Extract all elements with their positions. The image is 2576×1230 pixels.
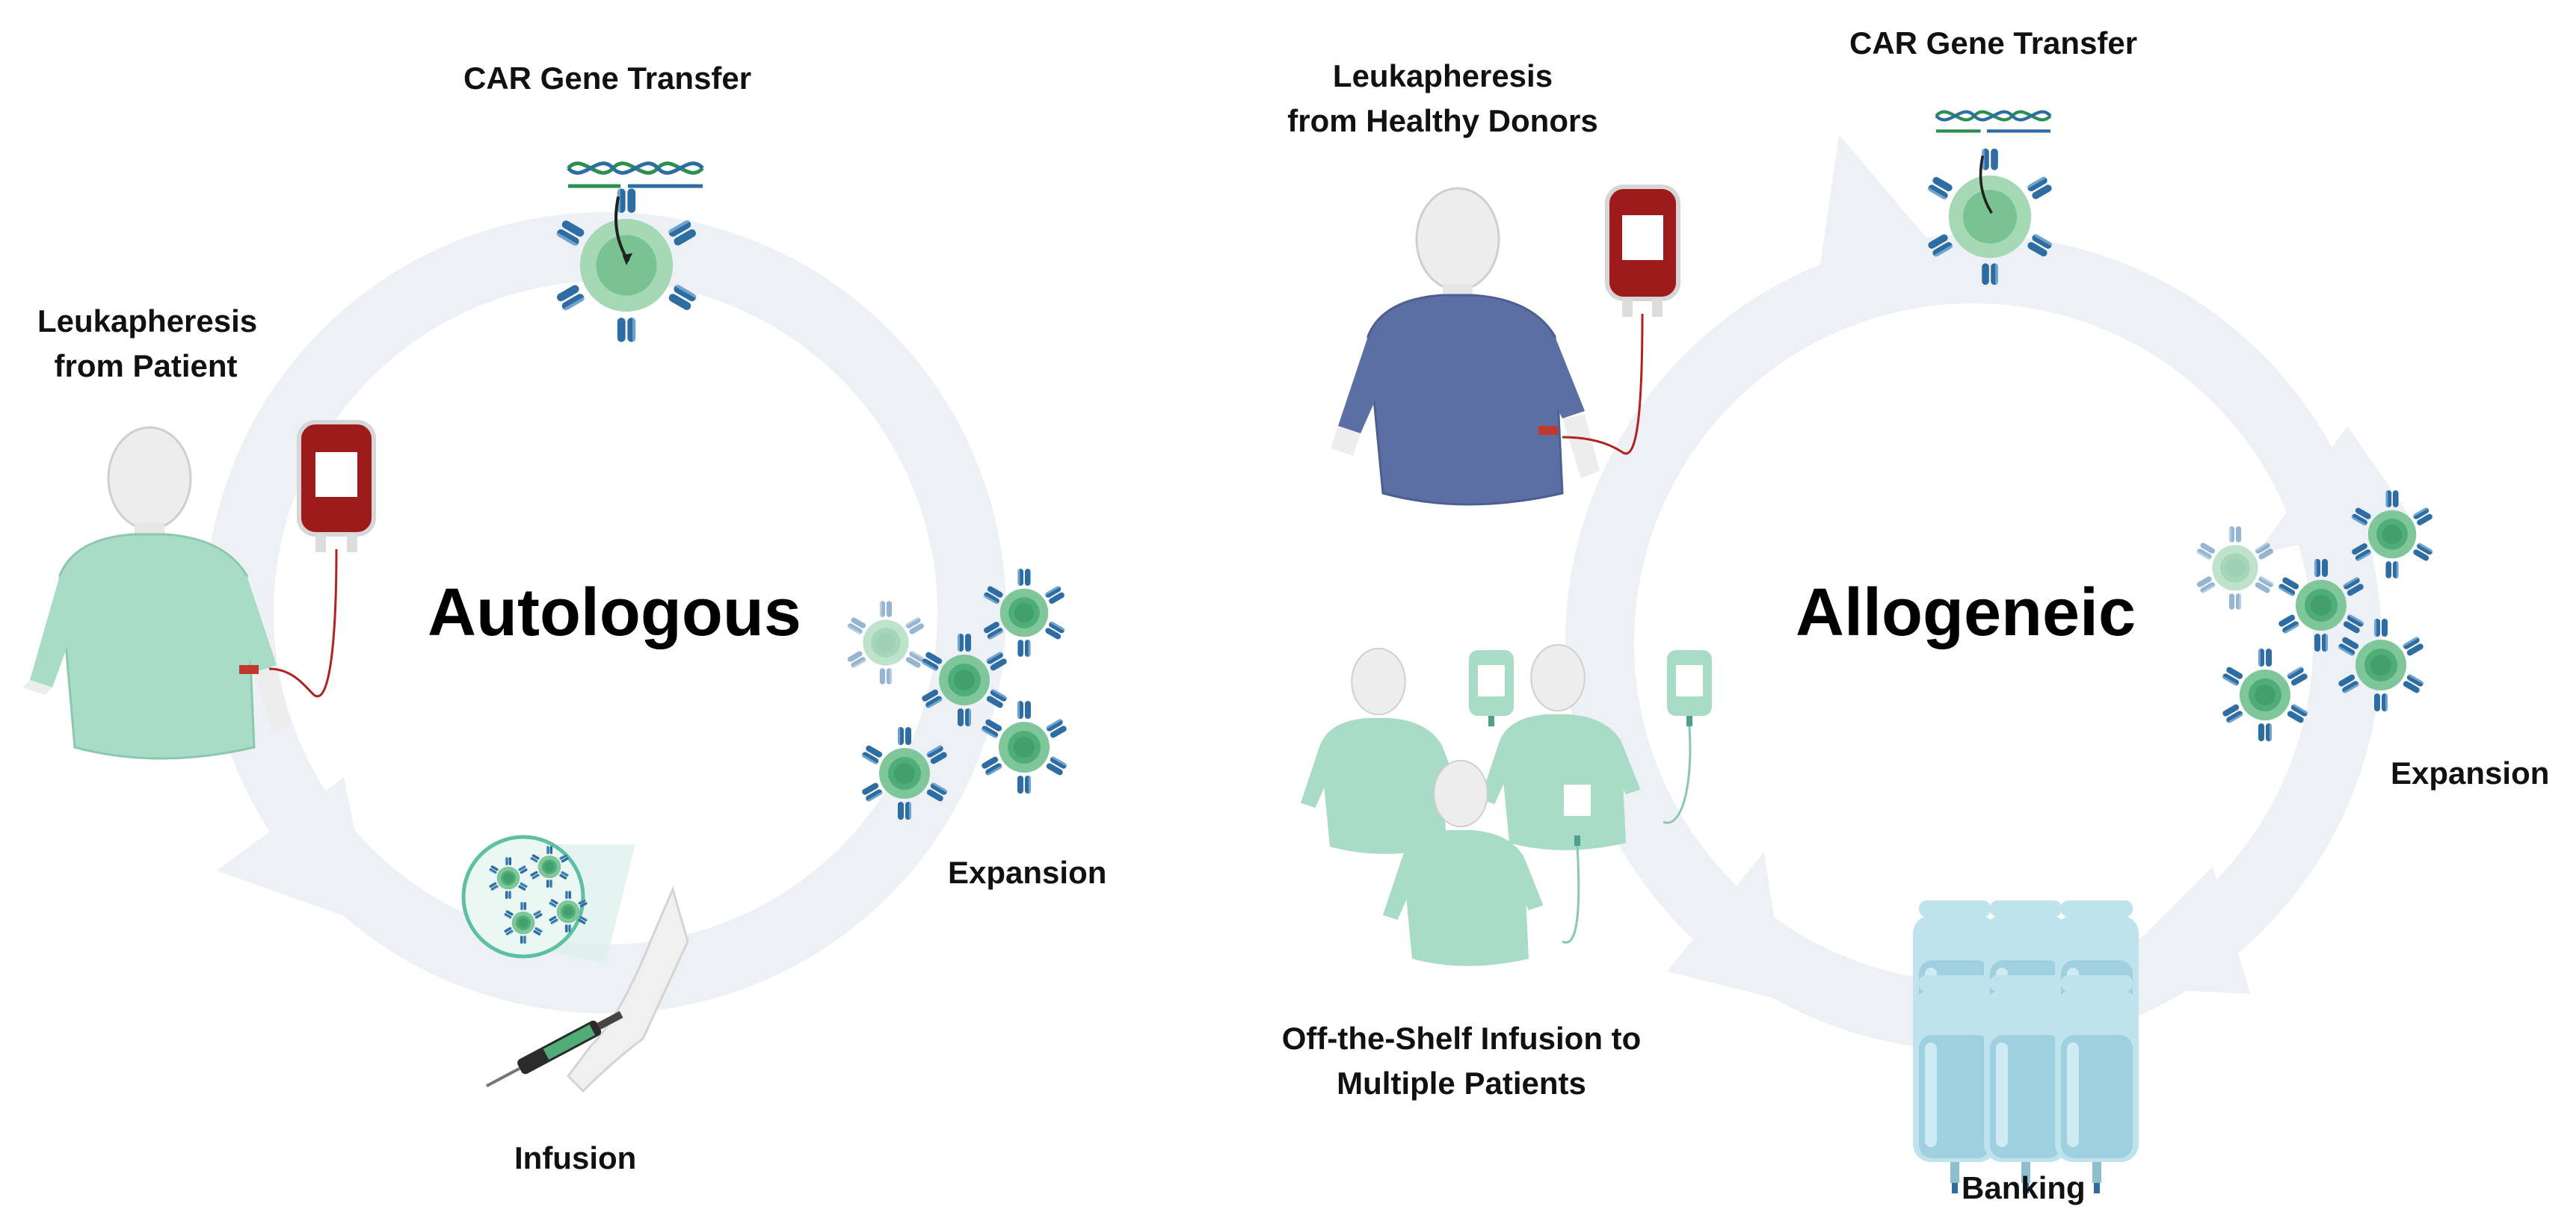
allogeneic-infusion-label: Off-the-Shelf Infusion to Multiple Patie… (1263, 1016, 1660, 1106)
allogeneic-banking-label: Banking (1962, 1170, 2086, 1205)
syringe-arm-icon (461, 835, 689, 1093)
allogeneic-title: Allogeneic (1796, 575, 2136, 650)
allogeneic-leukapheresis-line-1: Leukapheresis (1332, 58, 1553, 93)
autologous-leukapheresis-line-2: from Patient (54, 348, 238, 383)
autologous-gene-transfer-label: CAR Gene Transfer (463, 61, 752, 96)
allogeneic-leukapheresis-label: Leukapheresis from Healthy Donors (1278, 54, 1607, 143)
allogeneic-infusion-line-2: Multiple Patients (1337, 1066, 1586, 1101)
autologous-leukapheresis-label: Leukapheresis from Patient (37, 299, 258, 389)
autologous-leukapheresis-line-1: Leukapheresis (37, 303, 258, 339)
autologous-expansion-label: Expansion (948, 855, 1107, 890)
allogeneic-expansion-label: Expansion (2391, 755, 2550, 791)
allogeneic-gene-transfer-label: CAR Gene Transfer (1849, 25, 2138, 61)
blood-bag-icon (268, 420, 376, 698)
dna-icon (1935, 110, 2052, 133)
car-t-cell-icon (1926, 148, 2053, 285)
blood-bag-icon (1562, 185, 1680, 455)
patient-figure (22, 426, 292, 760)
car-t-cell-icon (555, 188, 697, 342)
dna-icon (567, 161, 704, 188)
recipient-figures (1301, 643, 1712, 966)
allogeneic-panel (1301, 110, 2433, 1193)
cell-bank-bags-icon (1913, 900, 2139, 1193)
allogeneic-leukapheresis-line-2: from Healthy Donors (1287, 103, 1598, 138)
donor-figure (1331, 187, 1600, 506)
autologous-panel (22, 161, 1067, 1093)
allogeneic-infusion-line-1: Off-the-Shelf Infusion to (1281, 1021, 1642, 1056)
autologous-title: Autologous (428, 575, 801, 650)
autologous-infusion-label: Infusion (514, 1140, 637, 1175)
